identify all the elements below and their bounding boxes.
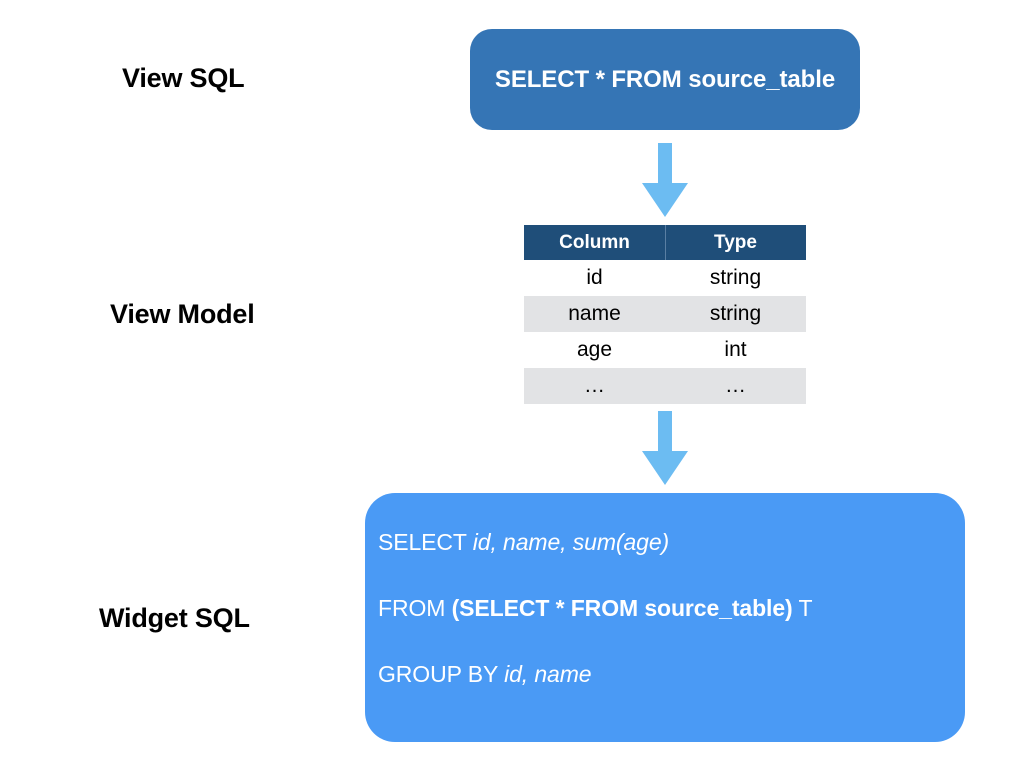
row-label-view-model: View Model (110, 299, 255, 329)
view-sql-box: SELECT * FROM source_table (470, 29, 860, 130)
arrow-down-icon-2 (641, 411, 689, 486)
table-row: age int (524, 332, 806, 368)
widget-sql-line-1-keyword: SELECT (378, 529, 473, 555)
widget-sql-line-1-columns: id, name, sum(age) (472, 529, 670, 555)
table-cell-column: … (524, 368, 665, 404)
widget-sql-line-3-keyword: GROUP BY (378, 661, 505, 687)
table-row: … … (524, 368, 806, 404)
table-cell-type: int (665, 332, 806, 368)
widget-sql-line-2: FROM (SELECT * FROM source_table) T (378, 597, 965, 620)
table-row: name string (524, 296, 806, 332)
table-row: id string (524, 260, 806, 296)
table-cell-column: id (524, 260, 665, 296)
widget-sql-line-3: GROUP BY id, name (378, 663, 965, 686)
view-sql-query-text: SELECT * FROM source_table (494, 65, 836, 93)
table-header-row: Column Type (524, 225, 806, 260)
table-cell-column: name (524, 296, 665, 332)
row-label-view-sql: View SQL (122, 63, 245, 93)
table-cell-type: string (665, 296, 806, 332)
widget-sql-line-2-alias: T (792, 595, 813, 621)
widget-sql-line-3-columns: id, name (504, 661, 592, 687)
widget-sql-line-1: SELECT id, name, sum(age) (378, 531, 965, 554)
table-cell-type: string (665, 260, 806, 296)
widget-sql-box: SELECT id, name, sum(age) FROM (SELECT *… (365, 493, 965, 742)
table-cell-type: … (665, 368, 806, 404)
table-header-type: Type (665, 225, 806, 260)
row-label-widget-sql: Widget SQL (99, 603, 250, 633)
view-model-schema-table: Column Type id string name string age in… (524, 225, 806, 404)
table-cell-column: age (524, 332, 665, 368)
widget-sql-line-2-subquery: (SELECT * FROM source_table) (451, 595, 793, 621)
table-header-column: Column (524, 225, 665, 260)
arrow-down-icon-1 (641, 143, 689, 218)
widget-sql-line-2-keyword: FROM (378, 595, 452, 621)
